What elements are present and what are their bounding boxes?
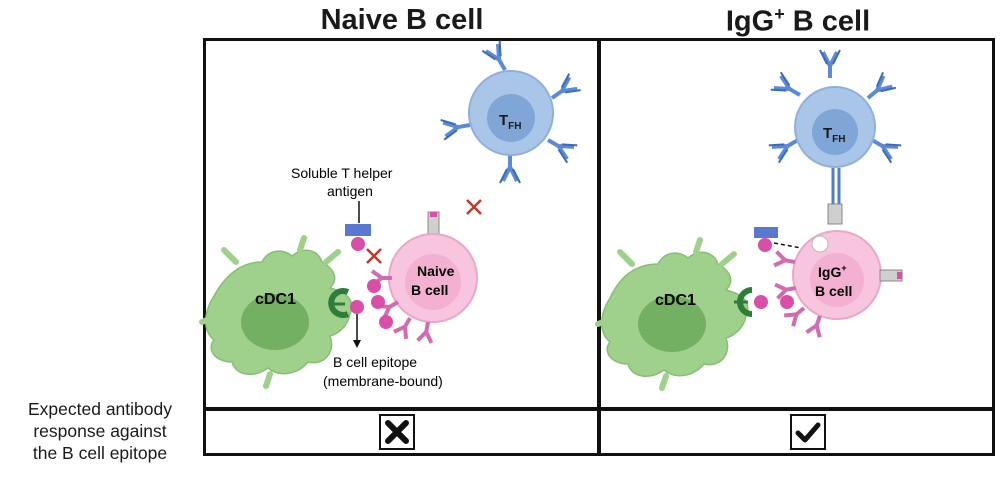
epitope-label-2: (membrane-bound)	[323, 373, 443, 389]
title-naive-b-cell: Naive B cell	[320, 4, 484, 36]
soluble-antigen	[345, 224, 371, 236]
row-label-line-2: response against	[33, 421, 167, 441]
row-label-line-3: the B cell epitope	[32, 443, 168, 463]
soluble-antigen-label-2: antigen	[327, 183, 373, 199]
epitope-on-dc-left	[350, 300, 364, 314]
igg-label-sup: +	[841, 263, 846, 273]
dendritic-cell-right: cDC1	[595, 237, 749, 391]
svg-text:TFH: TFH	[823, 125, 846, 145]
antigen-epitope	[351, 237, 365, 251]
result-cell-igg	[598, 408, 995, 456]
soluble-antigen-label-1: Soluble T helper	[291, 165, 393, 181]
tfh-cell-right: TFH	[766, 48, 904, 225]
epitope-label-1: B cell epitope	[333, 354, 417, 370]
row-label-line-1: Expected antibody	[28, 399, 172, 419]
dc-label-left: cDC1	[255, 291, 296, 308]
tfh-label-right: T	[823, 125, 832, 142]
antigen-epitope-right	[758, 238, 772, 252]
tfh-sub-left: FH	[508, 121, 521, 132]
dendritic-cell-left: cDC1	[199, 235, 353, 389]
igg-label-1: IgG	[818, 264, 841, 280]
epitope-arrow	[353, 340, 361, 348]
naive-label-1: Naive	[417, 263, 455, 279]
naive-b-cell: Naive B cell	[367, 211, 478, 345]
title-igg-b-cell: IgG+ B cell	[648, 4, 948, 39]
svg-text:TFH: TFH	[499, 112, 522, 132]
igg-b-cell: IgG+ B cell	[772, 230, 903, 340]
title-igg-text: IgG	[725, 5, 775, 38]
row-label: Expected antibody response against the B…	[0, 398, 200, 464]
naive-label-2: B cell	[411, 282, 448, 298]
igg-label-2: B cell	[815, 283, 852, 299]
cross-icon	[379, 414, 415, 450]
tfh-label-left: T	[499, 112, 508, 129]
block-x-lower	[366, 248, 382, 264]
tfh-cell-left: TFH	[438, 38, 583, 185]
title-igg-rest: B cell	[784, 5, 871, 38]
title-igg-sup: +	[774, 4, 785, 24]
soluble-antigen-right	[754, 227, 778, 238]
epitope-on-dc-right	[754, 295, 768, 309]
dc-label-right: cDC1	[655, 292, 696, 309]
check-icon	[790, 414, 826, 450]
block-x-upper	[466, 199, 482, 215]
svg-text:IgG+: IgG+	[818, 263, 847, 280]
tfh-sub-right: FH	[832, 134, 845, 145]
